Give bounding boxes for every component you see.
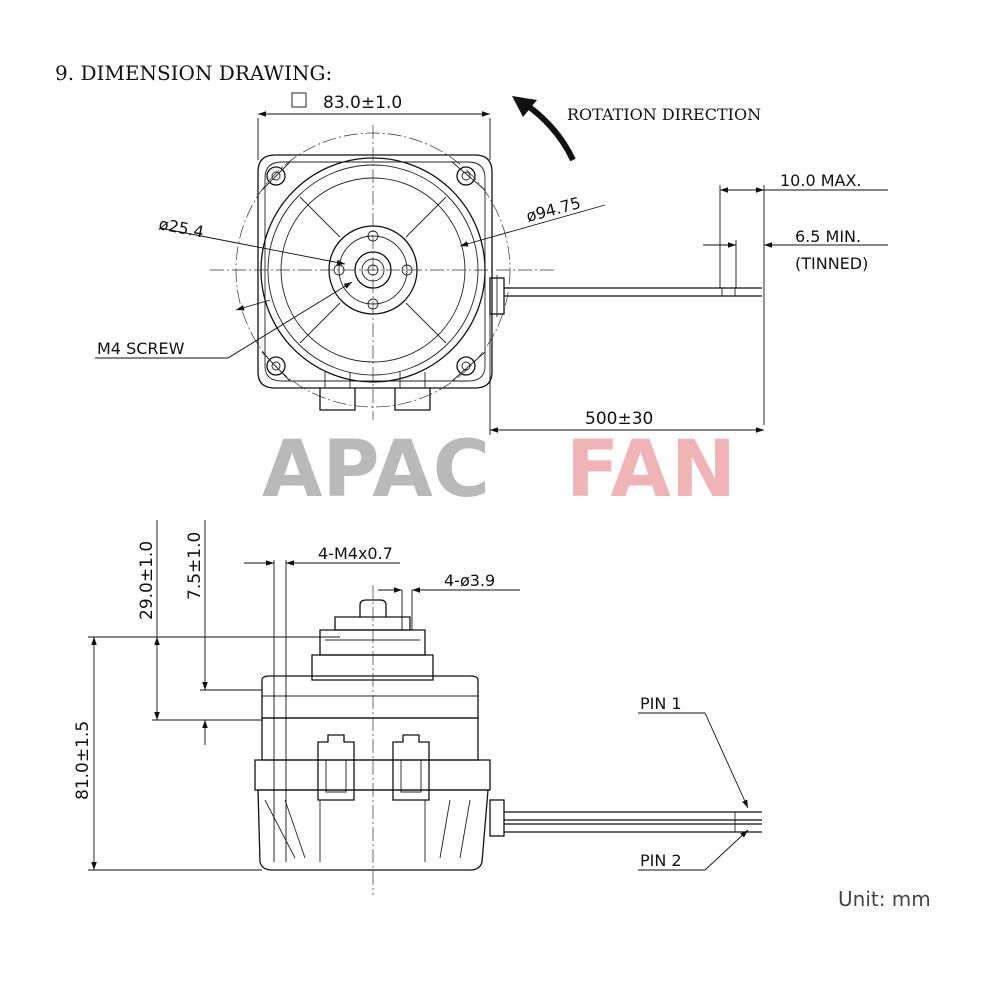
- screw-label: M4 SCREW: [97, 339, 185, 358]
- lead-length-label: 500±30: [585, 409, 653, 429]
- rotation-arrow-icon: [526, 103, 576, 162]
- unit-label: Unit: mm: [838, 887, 931, 911]
- watermark-apac: APAC: [262, 425, 490, 515]
- side-view: 81.0±1.5 29.0±1.0 7.5±1.0 4-M4x0.7 4-ø3.…: [73, 520, 762, 895]
- watermark-fan: FAN: [566, 425, 736, 515]
- tinned-label: (TINNED): [795, 254, 868, 273]
- pin-max-label: 10.0 MAX.: [780, 171, 862, 190]
- square-symbol-icon: [291, 92, 307, 108]
- watermark: APAC FAN: [262, 425, 736, 515]
- step-height-label: 7.5±1.0: [185, 532, 205, 600]
- pin-min-label: 6.5 MIN.: [795, 227, 861, 246]
- hub-diameter-label: ø25.4: [157, 214, 205, 241]
- section-title: 9. DIMENSION DRAWING:: [55, 61, 332, 85]
- holes-label: 4-ø3.9: [444, 571, 495, 590]
- width-dimension: 83.0±1.0: [323, 93, 402, 113]
- upper-height-label: 29.0±1.0: [137, 541, 157, 620]
- top-view: 83.0±1.0 ROTATION DIRECTION: [95, 92, 888, 435]
- rotation-direction-label: ROTATION DIRECTION: [567, 105, 761, 124]
- thread-label: 4-M4x0.7: [318, 544, 393, 563]
- pin2-label: PIN 2: [640, 851, 682, 870]
- outer-diameter-label: ø94.75: [524, 193, 583, 226]
- total-height-label: 81.0±1.5: [73, 721, 93, 800]
- pin1-label: PIN 1: [640, 694, 682, 713]
